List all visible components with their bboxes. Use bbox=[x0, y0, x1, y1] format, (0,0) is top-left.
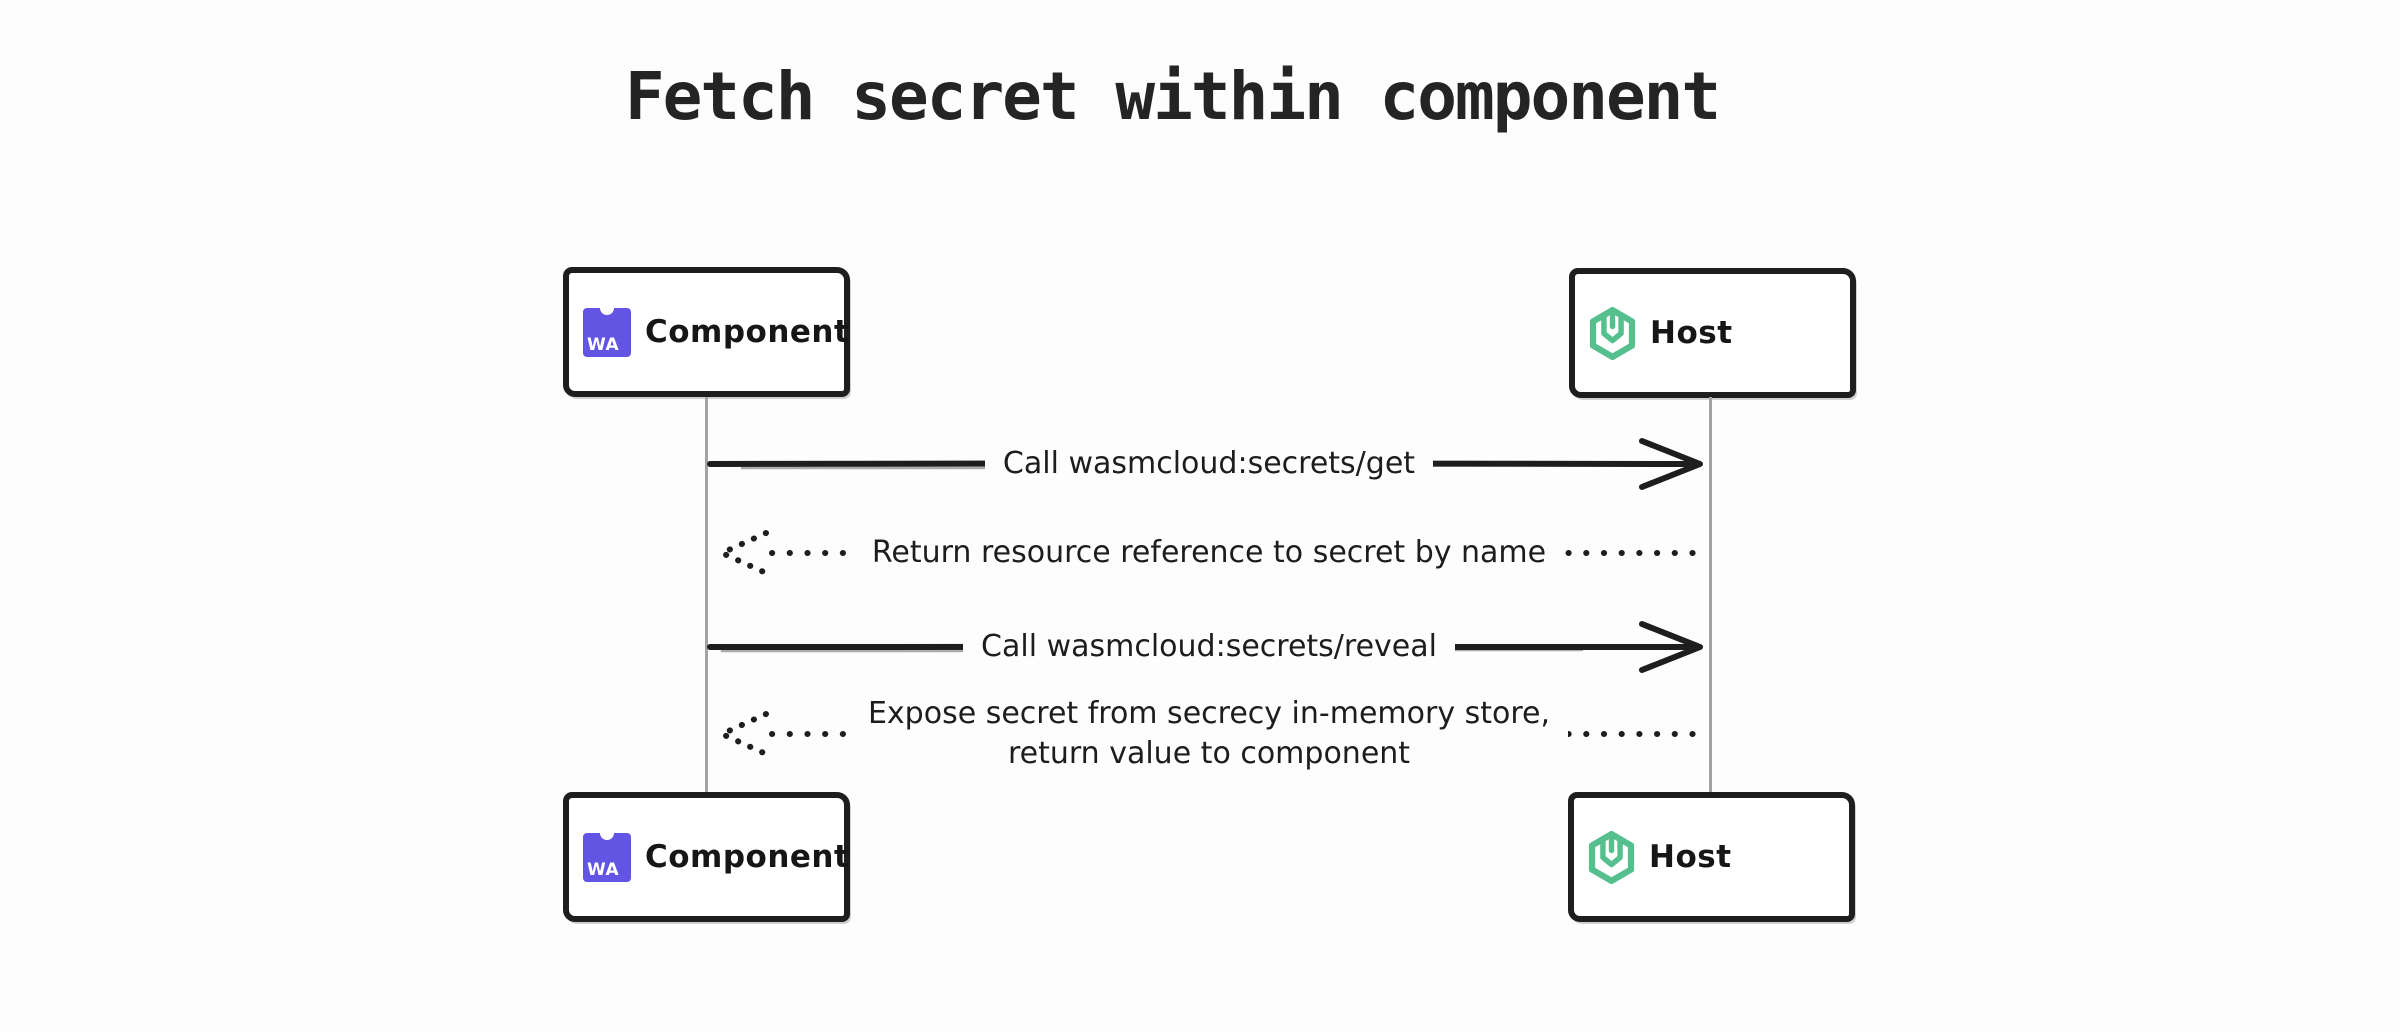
arrow-dotted-head bbox=[719, 530, 769, 576]
message-arrow-solid-right bbox=[707, 438, 1703, 490]
host-box-top: Host bbox=[1569, 268, 1856, 398]
wasmcloud-hexagon-icon bbox=[1588, 830, 1635, 884]
hexagon-outline bbox=[1589, 306, 1636, 360]
diagram-title: Fetch secret within component bbox=[624, 58, 1721, 135]
webassembly-component-icon: WA bbox=[583, 307, 631, 357]
arrow-head bbox=[1639, 621, 1703, 673]
host-lifeline bbox=[1709, 397, 1712, 792]
hexagon-fork-outer bbox=[1601, 313, 1624, 343]
hexagon-outline bbox=[1588, 830, 1635, 884]
hexagon-fork-outer bbox=[1600, 837, 1623, 867]
component-label: Component bbox=[645, 314, 850, 350]
host-box-bottom: Host bbox=[1568, 792, 1855, 922]
wa-icon-label: WA bbox=[587, 859, 620, 880]
message-arrow-dotted-left bbox=[719, 530, 1701, 576]
arrow-head bbox=[1639, 438, 1703, 490]
wa-icon-notch bbox=[600, 307, 614, 315]
wasmcloud-hexagon-icon bbox=[1589, 306, 1636, 360]
webassembly-component-icon: WA bbox=[583, 832, 631, 882]
arrow-dotted-head bbox=[719, 711, 769, 757]
wa-icon-label: WA bbox=[587, 334, 620, 355]
wa-icon-notch bbox=[600, 832, 614, 840]
message-arrow-solid-right bbox=[707, 621, 1703, 673]
message-arrow-dotted-left bbox=[719, 711, 1701, 757]
host-label: Host bbox=[1649, 839, 1732, 875]
arrow-ghost-stroke bbox=[720, 648, 1584, 653]
component-lifeline bbox=[705, 397, 708, 792]
component-box-bottom: WA Component bbox=[563, 792, 850, 922]
arrow-line bbox=[707, 460, 1693, 468]
host-label: Host bbox=[1650, 315, 1733, 351]
arrow-line bbox=[707, 643, 1693, 651]
component-label: Component bbox=[645, 839, 850, 875]
component-box-top: WA Component bbox=[563, 267, 850, 397]
